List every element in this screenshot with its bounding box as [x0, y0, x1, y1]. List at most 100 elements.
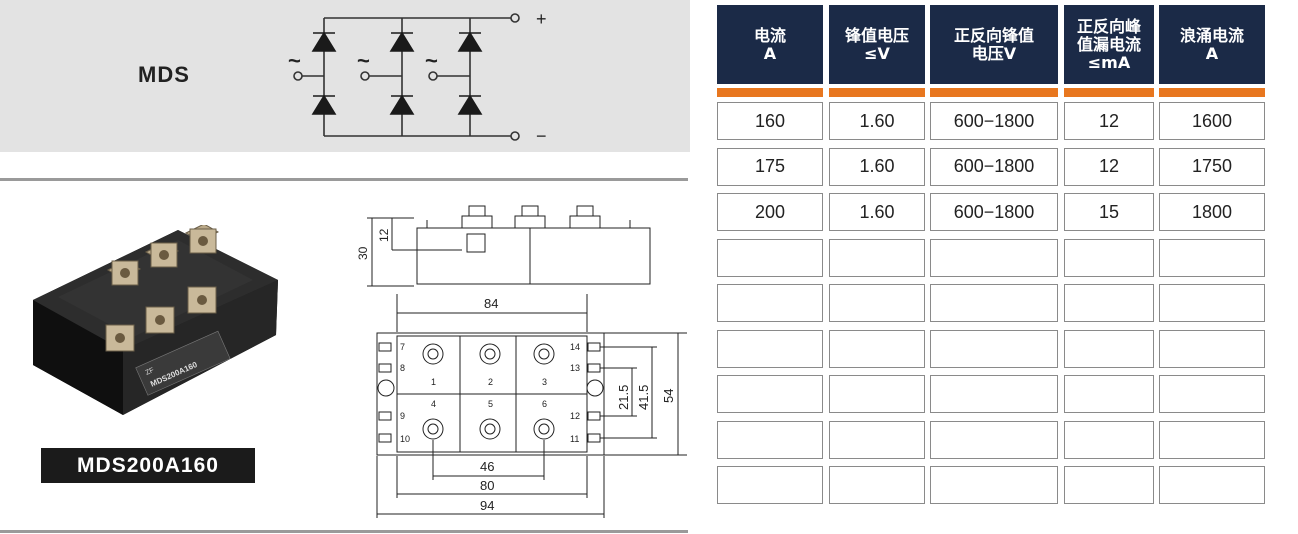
- ac-symbol-1: ~: [288, 48, 301, 73]
- table-cell: [717, 375, 823, 413]
- terminal-number: 2: [488, 377, 493, 387]
- table-header-cell: 正反向锋值电压V: [930, 5, 1058, 84]
- header-accent-bar: [829, 88, 925, 97]
- table-cell: 600−1800: [930, 102, 1058, 140]
- pin-number: 10: [400, 434, 410, 444]
- section-divider: [0, 178, 688, 181]
- table-cell: 175: [717, 147, 823, 186]
- table-cell: [1064, 375, 1154, 413]
- table-cell: 1600: [1159, 102, 1265, 140]
- table-header-text: 浪涌电流: [1179, 25, 1244, 45]
- pin-number: 14: [570, 342, 580, 352]
- table-cell: [1159, 420, 1265, 459]
- module-logo: ZF: [145, 367, 156, 377]
- terminal-number: 5: [488, 399, 493, 409]
- terminal-number: 3: [542, 377, 547, 387]
- table-header-text: ≤mA: [1087, 52, 1131, 72]
- table-cell: [1159, 375, 1265, 413]
- table-cell: 160: [717, 102, 823, 140]
- table-cell: 1750: [1159, 147, 1265, 186]
- table-cell: 200: [717, 193, 823, 231]
- table-cell: [1064, 466, 1154, 504]
- dim-21-5: 21.5: [616, 385, 631, 410]
- terminal-number: 4: [431, 399, 436, 409]
- dim-width-inner: 84: [484, 296, 498, 311]
- table-cell: [930, 284, 1058, 322]
- header-accent-bar: [930, 88, 1058, 97]
- table-cell: [829, 238, 925, 277]
- table-header-text: 值漏电流: [1076, 34, 1141, 54]
- table-cell: [717, 238, 823, 277]
- table-cell: [829, 329, 925, 368]
- table-cell: [717, 284, 823, 322]
- table-cell: [1159, 329, 1265, 368]
- table-cell: [1064, 238, 1154, 277]
- table-cell: [930, 375, 1058, 413]
- pin-number: 11: [570, 434, 579, 444]
- table-cell: [930, 329, 1058, 368]
- pin-number: 9: [400, 411, 405, 421]
- dim-width-total: 94: [480, 498, 494, 513]
- table-cell: 1800: [1159, 193, 1265, 231]
- table-cell: 1.60: [829, 102, 925, 140]
- table-cell: 12: [1064, 102, 1154, 140]
- table-cell: [717, 466, 823, 504]
- table-cell: 12: [1064, 147, 1154, 186]
- circuit-banner: MDS ~: [0, 0, 690, 152]
- pin-number: 13: [570, 363, 580, 373]
- table-cell: [930, 420, 1058, 459]
- terminal-number: 1: [431, 377, 436, 387]
- dim-54: 54: [661, 389, 676, 403]
- table-header-text: 正反向峰: [1076, 16, 1141, 36]
- dim-pitch-46: 46: [480, 459, 494, 474]
- table-cell: [829, 466, 925, 504]
- table-header-cell: 锋值电压≤V: [829, 5, 925, 84]
- table-header-text: 电压V: [971, 43, 1017, 63]
- terminal-number: 6: [542, 399, 547, 409]
- table-cell: [930, 238, 1058, 277]
- table-cell: [1064, 284, 1154, 322]
- table-cell: 600−1800: [930, 193, 1058, 231]
- table-cell: [1064, 420, 1154, 459]
- table-header-text: A: [763, 43, 777, 63]
- plus-terminal-label: +: [536, 9, 547, 29]
- minus-terminal-label: −: [536, 126, 547, 146]
- header-accent-bar: [1159, 88, 1265, 97]
- table-cell: 1.60: [829, 193, 925, 231]
- pin-number: 12: [570, 411, 580, 421]
- table-header-text: A: [1205, 43, 1219, 63]
- table-cell: [1159, 238, 1265, 277]
- table-cell: 15: [1064, 193, 1154, 231]
- table-cell: [829, 420, 925, 459]
- dimension-drawing: 30 12 84 46 80 94 21.5 41.5 54 1 2 3 4 5…: [356, 205, 687, 518]
- table-cell: [1159, 466, 1265, 504]
- ac-symbol-2: ~: [357, 48, 370, 73]
- table-cell: [1159, 284, 1265, 322]
- table-header-text: 正反向锋值: [953, 25, 1034, 45]
- table-cell: [930, 466, 1058, 504]
- dim-height-total: 30: [356, 246, 370, 260]
- module-photo: ZF MDS200A160: [33, 225, 278, 415]
- series-label: MDS: [138, 62, 190, 87]
- dim-height-terminal: 12: [377, 228, 391, 242]
- table-cell: 1.60: [829, 147, 925, 186]
- pin-number: 7: [400, 342, 405, 352]
- dim-pitch-80: 80: [480, 478, 494, 493]
- table-cell: [1064, 329, 1154, 368]
- table-cell: 600−1800: [930, 147, 1058, 186]
- section-divider-bottom: [0, 530, 688, 533]
- table-cell: [717, 329, 823, 368]
- table-header-text: 锋值电压: [844, 25, 909, 45]
- table-header-text: 电流: [753, 25, 786, 45]
- table-header-cell: 正反向峰值漏电流≤mA: [1064, 5, 1154, 84]
- bridge-rectifier-diagram: ~ ~ ~ + −: [288, 9, 547, 146]
- header-accent-bar: [717, 88, 823, 97]
- header-accent-bar: [1064, 88, 1154, 97]
- dim-41-5: 41.5: [636, 385, 651, 410]
- ac-symbol-3: ~: [425, 48, 438, 73]
- table-cell: [829, 284, 925, 322]
- table-cell: [717, 420, 823, 459]
- table-header-text: ≤V: [864, 43, 890, 63]
